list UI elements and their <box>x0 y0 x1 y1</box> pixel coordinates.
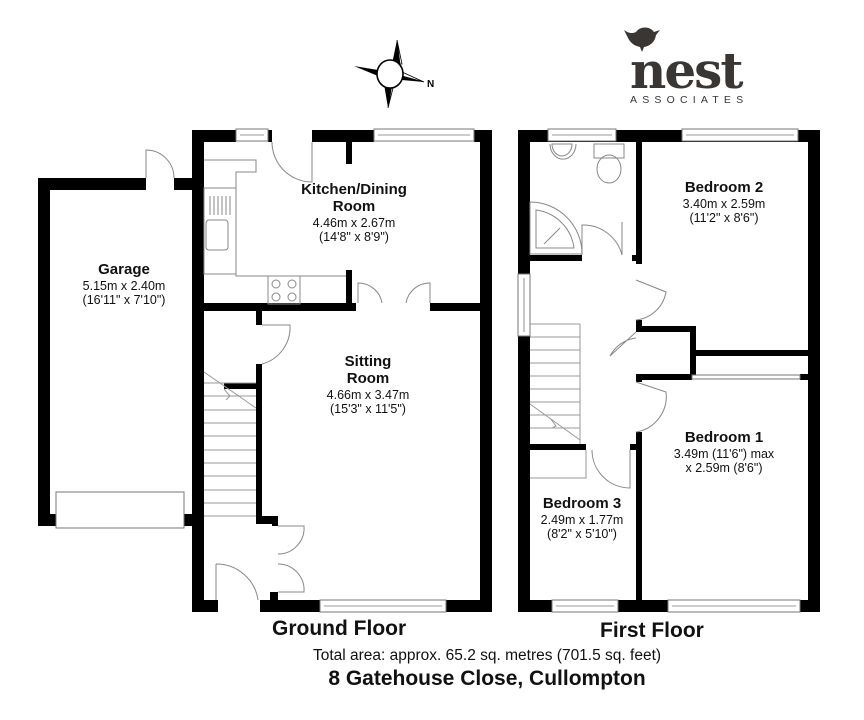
svg-text:N: N <box>427 79 434 90</box>
room-label-kitchen-dining: Kitchen/Dining Room 4.46m x 2.67m (14'8"… <box>301 181 407 244</box>
bird-icon <box>624 27 660 52</box>
room-label-bedroom-1: Bedroom 1 3.49m (11'6") max x 2.59m (8'6… <box>673 429 775 475</box>
room-label-sitting-room: Sitting Room 4.66m x 3.47m (15'3" x 11'5… <box>326 353 410 416</box>
north-arrow-compass-icon: N <box>350 36 440 112</box>
brand-subtitle: ASSOCIATES <box>630 94 749 106</box>
brand-wordmark: nest <box>630 41 743 100</box>
total-area-text: Total area: approx. 65.2 sq. metres (701… <box>312 647 662 664</box>
first-floor-title: First Floor <box>600 619 704 642</box>
ground-floor-title: Ground Floor <box>272 617 407 640</box>
room-label-bedroom-2: Bedroom 2 3.40m x 2.59m (11'2" x 8'6") <box>682 179 766 225</box>
room-label-garage: Garage 5.15m x 2.40m (16'11" x 7'10") <box>82 261 166 307</box>
room-label-bedroom-3: Bedroom 3 2.49m x 1.77m (8'2" x 5'10") <box>540 495 624 541</box>
property-address: 8 Gatehouse Close, Cullompton <box>328 667 646 690</box>
brand-logo: nest ASSOCIATES <box>622 24 762 106</box>
